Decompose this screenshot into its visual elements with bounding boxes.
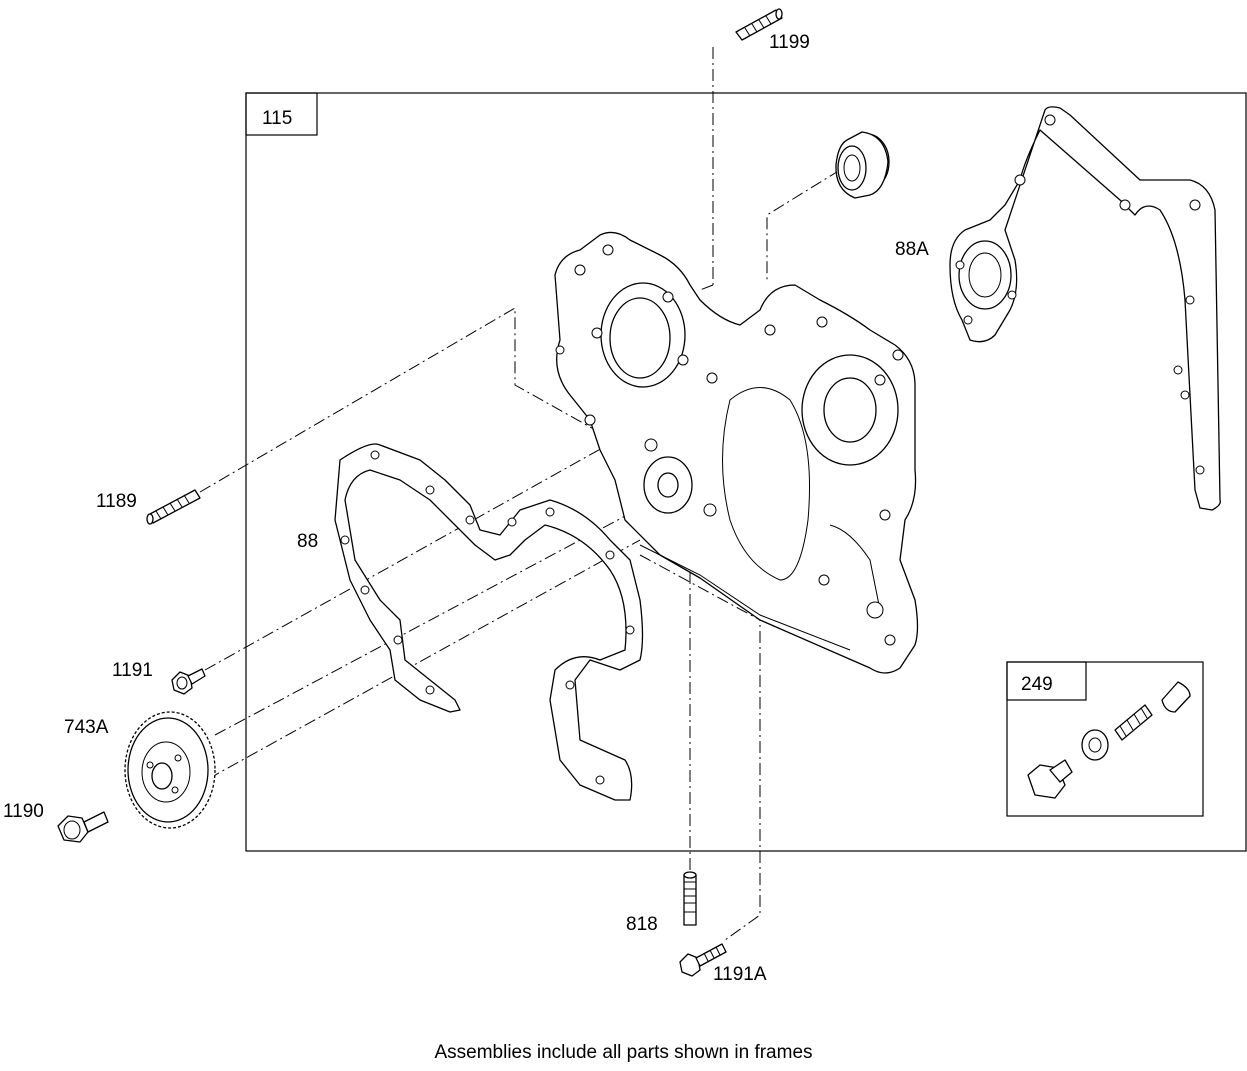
callout-1190[interactable]: 1190 (3, 801, 44, 822)
callout-1189[interactable]: 1189 (96, 491, 137, 512)
gasket-88-icon[interactable] (334, 443, 644, 801)
stud-1189-icon[interactable] (146, 489, 201, 525)
footnote: Assemblies include all parts shown in fr… (434, 1042, 813, 1063)
callout-818[interactable]: 818 (626, 914, 658, 935)
stud-1199[interactable] (735, 8, 783, 41)
callout-743a[interactable]: 743A (64, 717, 109, 738)
timing-cover-icon[interactable] (554, 231, 919, 674)
callout-1191[interactable]: 1191 (112, 660, 153, 681)
callout-1191a[interactable]: 1191A (713, 964, 767, 985)
frame-249: 249 (1006, 661, 1204, 817)
callout-1199[interactable]: 1199 (769, 32, 810, 53)
gasket-88a-icon[interactable] (949, 106, 1221, 511)
callout-88[interactable]: 88 (297, 531, 318, 552)
callout-88a[interactable]: 88A (895, 239, 929, 260)
seal-icon[interactable] (835, 131, 890, 199)
frame-115: 115 (245, 92, 1247, 852)
bolt-1191-icon[interactable] (171, 668, 206, 695)
valve-kit-249-icon[interactable] (1027, 681, 1191, 799)
frame-label-115[interactable]: 115 (262, 108, 292, 129)
stud-818-icon[interactable] (683, 871, 697, 926)
frame-label-249[interactable]: 249 (1021, 674, 1053, 695)
bolt-1191a-icon[interactable] (679, 943, 727, 977)
callout-labels: 1199 88A 1189 88 1191 743A 1190 818 1191… (3, 32, 929, 985)
gear-743a-icon[interactable] (124, 711, 216, 829)
bolt-1190-icon[interactable] (57, 811, 109, 843)
